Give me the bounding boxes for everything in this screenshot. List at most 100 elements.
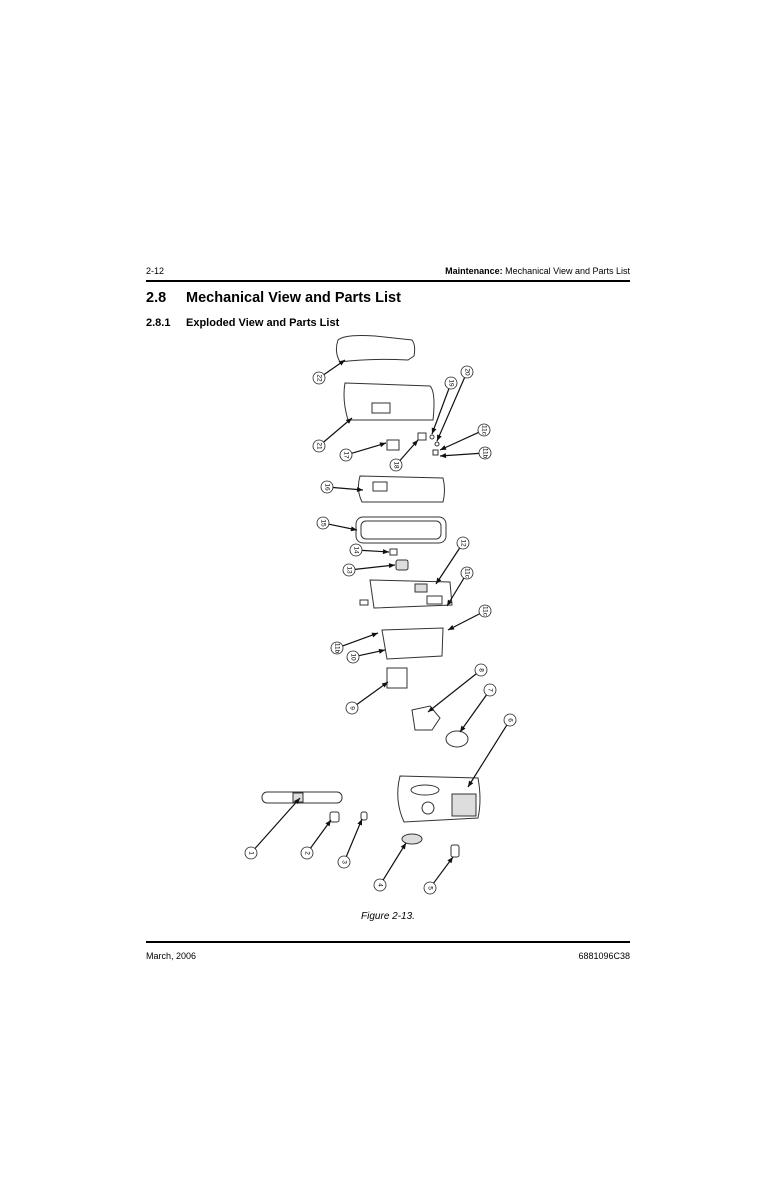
callout-label: 22 — [316, 374, 323, 382]
callout-circle — [300, 846, 314, 860]
callout-label: 16 — [324, 483, 331, 491]
arrowhead-icon — [440, 445, 447, 450]
callout-26: 5 — [423, 856, 454, 895]
part-6-speaker-grille — [451, 793, 477, 817]
leader-line — [356, 681, 389, 705]
callout-21: 6 — [467, 713, 517, 788]
running-header-bold: Maintenance: — [445, 266, 503, 276]
callout-20: 7 — [459, 683, 497, 733]
callout-5: 19 — [431, 376, 458, 435]
callout-circle — [460, 566, 474, 580]
part-3 — [360, 811, 368, 821]
leader-line — [467, 724, 508, 788]
part-14 — [389, 548, 398, 556]
arrowhead-icon — [325, 820, 331, 827]
arrowhead-icon — [388, 563, 395, 569]
part-8 — [411, 705, 441, 731]
leader-line — [436, 377, 466, 442]
part-10 — [381, 627, 444, 660]
callout-label: 14 — [353, 546, 360, 554]
leader-line — [435, 547, 461, 585]
leader-line — [439, 431, 479, 451]
callout-label: 19 — [448, 379, 455, 387]
callout-label: 20 — [464, 368, 471, 376]
part-6-knob — [421, 801, 435, 815]
arrowhead-icon — [448, 625, 455, 630]
leader-line — [254, 797, 301, 849]
callout-circle — [477, 423, 491, 437]
arrowhead-icon — [338, 360, 345, 366]
part-5 — [450, 844, 460, 858]
callout-circle — [483, 683, 497, 697]
callout-label: 10 — [350, 653, 357, 661]
callout-23: 2 — [300, 819, 332, 860]
callout-label: 15 — [320, 519, 327, 527]
part-20 — [434, 441, 440, 447]
arrowhead-icon — [412, 440, 418, 447]
callouts: 22211718192011c11b161514131211c11c11b109… — [244, 359, 517, 895]
footer-doc-number: 6881096C38 — [578, 951, 630, 961]
section-title: Mechanical View and Parts List — [186, 290, 401, 306]
part-11 — [432, 449, 439, 456]
callout-circle — [423, 881, 437, 895]
radio-parts — [261, 335, 481, 858]
callout-label: 9 — [349, 706, 356, 710]
callout-label: 4 — [377, 883, 384, 887]
callout-circle — [345, 701, 359, 715]
arrowhead-icon — [440, 453, 447, 459]
part-16-detail — [372, 481, 388, 492]
arrowhead-icon — [468, 780, 474, 787]
running-header-text: Mechanical View and Parts List — [502, 266, 630, 276]
part-12-chip — [414, 583, 428, 593]
callout-24: 3 — [337, 818, 363, 869]
arrowhead-icon — [371, 632, 378, 638]
arrowhead-icon — [400, 843, 406, 850]
callout-circle — [244, 846, 258, 860]
callout-22: 1 — [244, 797, 301, 860]
arrowhead-icon — [447, 599, 453, 606]
callout-15: 11c — [447, 604, 492, 631]
part-19 — [429, 434, 435, 440]
callout-19: 8 — [427, 663, 488, 713]
callout-circle — [373, 878, 387, 892]
callout-circle — [478, 604, 492, 618]
footer-rule — [146, 941, 630, 943]
callout-9: 16 — [320, 480, 364, 494]
callout-circle — [456, 536, 470, 550]
callout-circle — [444, 376, 458, 390]
arrowhead-icon — [460, 725, 466, 732]
callout-circle — [478, 446, 492, 460]
leader-line — [427, 673, 477, 713]
callout-circle — [349, 543, 363, 557]
arrowhead-icon — [431, 427, 437, 434]
callout-circle — [337, 855, 351, 869]
callout-11: 14 — [349, 543, 390, 557]
callout-circle — [474, 663, 488, 677]
part-22 — [335, 335, 416, 363]
figure-caption: Figure 2-13. — [361, 911, 415, 922]
callout-4: 18 — [389, 439, 419, 472]
callout-label: 11b — [334, 643, 341, 654]
part-21 — [343, 382, 435, 421]
callout-circle — [312, 439, 326, 453]
callout-label: 11c — [482, 606, 489, 617]
arrowhead-icon — [447, 857, 453, 864]
callout-label: 3 — [341, 860, 348, 864]
callout-label: 5 — [427, 886, 434, 890]
callout-6: 20 — [436, 365, 474, 442]
part-12-component — [426, 595, 443, 605]
callout-13: 12 — [435, 536, 470, 585]
callout-label: 11c — [481, 425, 488, 436]
part-7 — [445, 730, 469, 748]
part-4 — [401, 833, 423, 845]
part-15-inner — [360, 520, 442, 540]
callout-circle — [346, 650, 360, 664]
section-number: 2.8 — [146, 290, 167, 306]
callout-label: 6 — [507, 718, 514, 722]
part-2 — [329, 811, 340, 823]
callout-3: 17 — [339, 442, 387, 462]
callout-7: 11c — [439, 423, 491, 451]
arrowhead-icon — [428, 706, 435, 712]
callout-label: 12 — [460, 539, 467, 547]
arrowhead-icon — [379, 442, 386, 448]
